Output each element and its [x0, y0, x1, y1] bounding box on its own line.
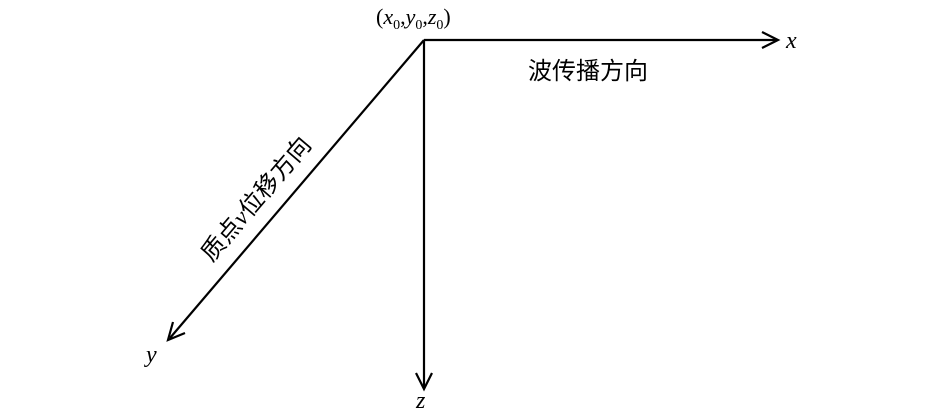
y-axis-arrowhead — [166, 321, 186, 342]
z-axis-label: z — [415, 388, 426, 413]
z-axis-arrowhead — [415, 372, 433, 392]
x-axis-caption: 波传播方向 — [528, 57, 648, 85]
y-axis-label: y — [144, 342, 157, 368]
x-axis-label: x — [785, 28, 797, 54]
y-axis-line — [169, 39, 425, 339]
origin-label: (x0,y0,z0) — [376, 4, 451, 33]
x-axis-arrowhead — [761, 31, 781, 49]
y-axis-caption: 质点v位移方向 — [195, 131, 317, 267]
